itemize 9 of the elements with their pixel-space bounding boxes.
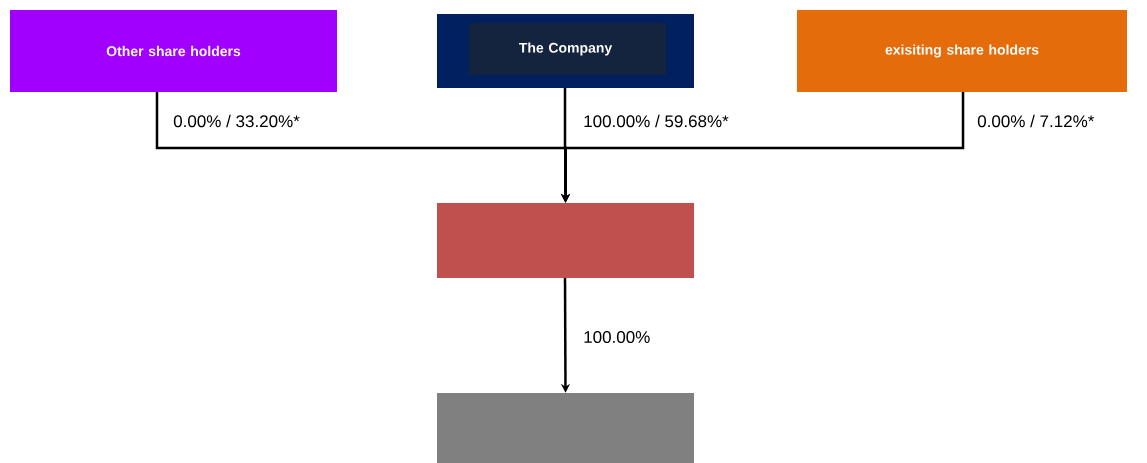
edge-label: 0.00% / 7.12%* <box>977 114 1095 128</box>
company-box <box>437 203 694 278</box>
edge-label: 100.00% / 59.68%* <box>584 114 729 128</box>
company-box: The Company <box>437 14 694 88</box>
shareholder-box: exisiting share holders <box>797 10 1127 92</box>
edge-label: 100.00% <box>584 331 650 344</box>
company-box <box>437 393 694 463</box>
edge-label: 0.00% / 33.20%* <box>173 114 300 128</box>
shareholder-box: Other share holders <box>10 10 337 92</box>
